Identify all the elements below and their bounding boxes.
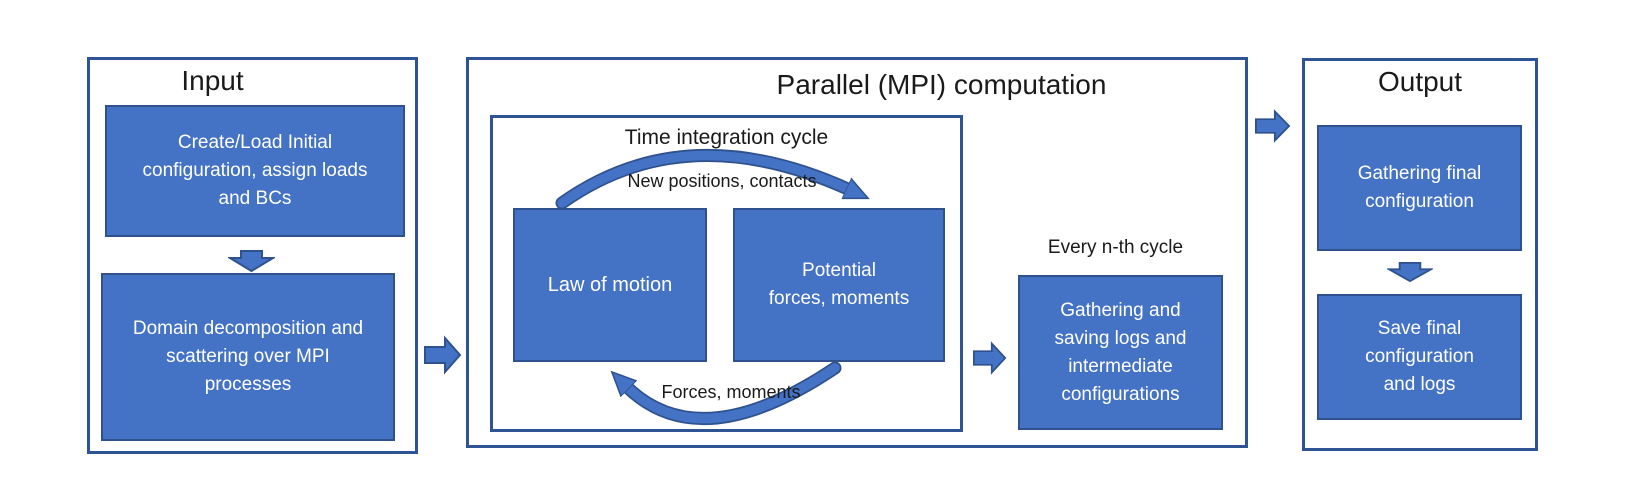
time-integration-cycle-title: Time integration cycle xyxy=(624,126,829,149)
parallel-section-title: Parallel (MPI) computation xyxy=(776,69,1107,100)
input-section: Input Create/Load Initial configuration,… xyxy=(87,57,418,454)
output-section-title: Output xyxy=(1377,66,1463,97)
input-section-title: Input xyxy=(181,65,244,96)
forces-moments-label: Forces, moments xyxy=(661,382,801,402)
create-load-initial-box: Create/Load Initial configuration, assig… xyxy=(105,105,405,237)
parallel-computation-section: Parallel (MPI) computation Time integrat… xyxy=(466,57,1248,448)
law-of-motion-box: Law of motion xyxy=(513,208,707,362)
save-final-configuration-box: Save final configuration and logs xyxy=(1317,294,1522,420)
right-arrow-icon xyxy=(1255,109,1291,143)
gathering-logs-box: Gathering and saving logs and intermedia… xyxy=(1018,275,1223,430)
every-nth-cycle-label: Every n-th cycle xyxy=(1047,237,1184,258)
new-positions-contacts-label: New positions, contacts xyxy=(627,171,817,191)
potential-forces-box: Potential forces, moments xyxy=(733,208,945,362)
gathering-final-configuration-box: Gathering final configuration xyxy=(1317,125,1522,251)
output-section: Output Gathering final configuration Sav… xyxy=(1302,58,1538,451)
curved-arrow-back-icon xyxy=(592,361,842,425)
time-integration-cycle-box: Time integration cycle New positions, co… xyxy=(490,115,963,432)
domain-decomposition-box: Domain decomposition and scattering over… xyxy=(101,273,395,441)
curved-arrow-forward-icon xyxy=(555,149,885,210)
down-arrow-icon xyxy=(1387,262,1433,282)
right-arrow-icon xyxy=(424,335,462,375)
right-arrow-icon xyxy=(973,341,1007,375)
down-arrow-icon xyxy=(228,250,275,272)
